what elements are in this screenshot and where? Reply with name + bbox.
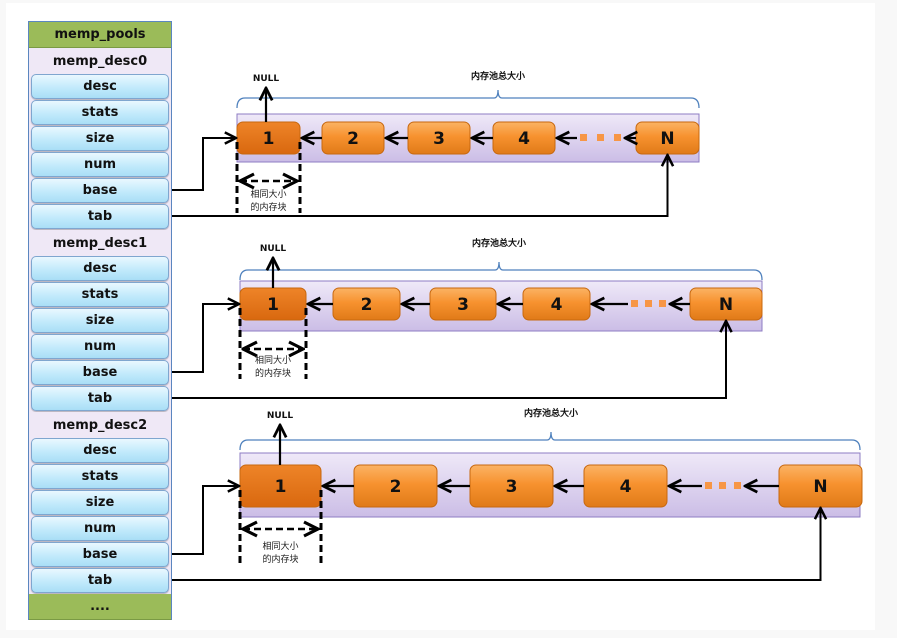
ellipsis-dot xyxy=(734,482,741,489)
block-size-label: 的内存块 xyxy=(262,553,298,565)
pool-size-bracket xyxy=(239,431,861,451)
null-label: NULL xyxy=(260,244,287,254)
ellipsis-dot xyxy=(597,134,604,141)
block-size-label: 的内存块 xyxy=(255,367,291,379)
field-desc: desc xyxy=(31,438,169,463)
pool-total-size-label: 内存池总大小 xyxy=(472,237,526,249)
tab-pointer-arrow xyxy=(172,321,726,399)
node-label: 4 xyxy=(551,295,563,315)
node-label: 1 xyxy=(263,129,275,149)
field-size: size xyxy=(31,308,169,333)
field-tab: tab xyxy=(31,568,169,593)
node-label: 2 xyxy=(361,295,373,315)
block-size-label: 相同大小 xyxy=(255,354,291,366)
node-label: N xyxy=(813,477,827,497)
field-tab: tab xyxy=(31,386,169,411)
pools-continuation: .... xyxy=(29,594,171,620)
field-desc: desc xyxy=(31,74,169,99)
null-label: NULL xyxy=(253,74,280,84)
ellipsis-dot xyxy=(580,134,587,141)
descriptor-label: memp_desc0 xyxy=(29,48,171,74)
field-base: base xyxy=(31,360,169,385)
block-size-label: 相同大小 xyxy=(250,188,286,200)
field-stats: stats xyxy=(31,282,169,307)
field-stats: stats xyxy=(31,464,169,489)
tab-pointer-arrow xyxy=(172,155,668,217)
pool-size-bracket xyxy=(236,89,700,109)
descriptor-label: memp_desc2 xyxy=(29,412,171,438)
ellipsis-dot xyxy=(645,300,652,307)
block-size-label: 相同大小 xyxy=(262,540,298,552)
node-label: N xyxy=(660,129,674,149)
memory-pool-band xyxy=(239,280,763,332)
ellipsis-dot xyxy=(659,300,666,307)
field-desc: desc xyxy=(31,256,169,281)
tab-pointer-arrow xyxy=(172,508,821,581)
field-stats: stats xyxy=(31,100,169,125)
field-size: size xyxy=(31,126,169,151)
node-label: 3 xyxy=(506,477,518,497)
field-size: size xyxy=(31,490,169,515)
pool-total-size-label: 内存池总大小 xyxy=(471,70,525,82)
block-size-label: 的内存块 xyxy=(250,201,286,213)
ellipsis-dot xyxy=(631,300,638,307)
node-label: 2 xyxy=(390,477,402,497)
field-num: num xyxy=(31,152,169,177)
node-label: 4 xyxy=(518,129,530,149)
ellipsis-dot xyxy=(614,134,621,141)
base-pointer-arrow xyxy=(172,304,239,373)
field-base: base xyxy=(31,178,169,203)
field-num: num xyxy=(31,516,169,541)
memp-pools-header: memp_pools xyxy=(29,22,171,48)
node-label: 4 xyxy=(620,477,632,497)
ellipsis-dot xyxy=(705,482,712,489)
node-label: 3 xyxy=(433,129,445,149)
base-pointer-arrow xyxy=(172,486,239,555)
node-label: 1 xyxy=(275,477,287,497)
field-tab: tab xyxy=(31,204,169,229)
base-pointer-arrow xyxy=(172,138,236,191)
pool-size-bracket xyxy=(239,261,763,281)
field-num: num xyxy=(31,334,169,359)
node-label: N xyxy=(719,295,733,315)
pool-total-size-label: 内存池总大小 xyxy=(524,407,578,419)
node-label: 3 xyxy=(457,295,469,315)
node-label: 2 xyxy=(347,129,359,149)
ellipsis-dot xyxy=(719,482,726,489)
null-label: NULL xyxy=(267,411,294,421)
node-label: 1 xyxy=(267,295,279,315)
field-base: base xyxy=(31,542,169,567)
descriptor-label: memp_desc1 xyxy=(29,230,171,256)
